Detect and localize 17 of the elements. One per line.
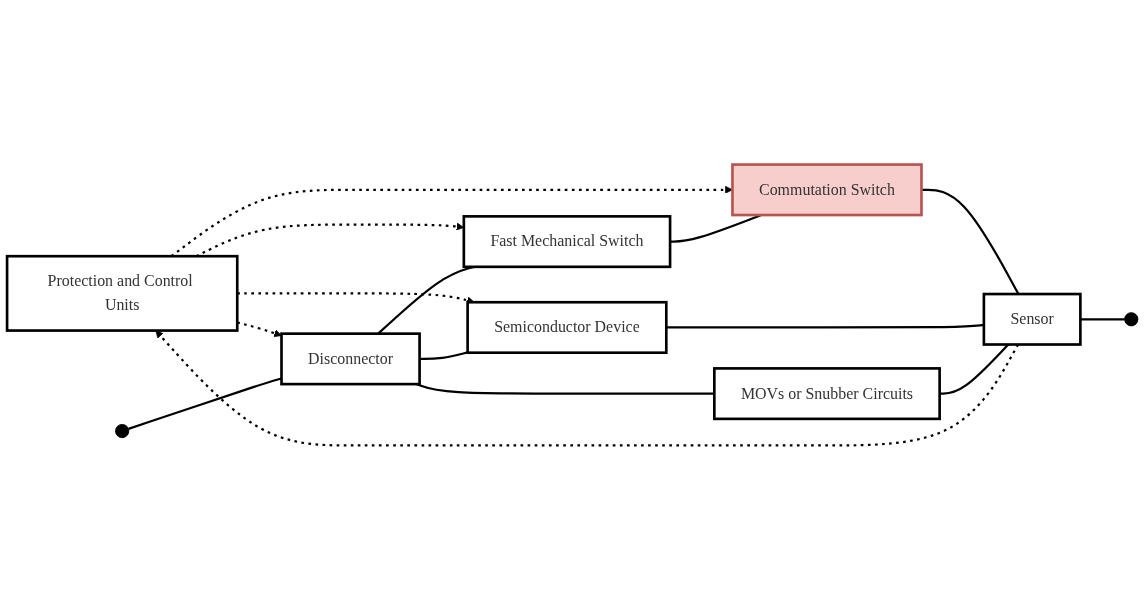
- node-circle: [1124, 312, 1139, 327]
- connector: [419, 351, 468, 360]
- arrow: [236, 321, 282, 338]
- node-box: Sensor: [982, 292, 1082, 346]
- node-circle: [115, 423, 130, 439]
- connector: [1080, 318, 1125, 321]
- node-box: Semiconductor Device: [466, 300, 668, 354]
- node-box: Protection and Control Units: [5, 254, 239, 332]
- node-box: Disconnector: [280, 332, 421, 386]
- node-box: MOVs or Snubber Circuits: [713, 367, 941, 421]
- node-box: Commutation Switch: [731, 163, 923, 217]
- connector: [128, 377, 282, 430]
- connector: [416, 383, 715, 395]
- arrow: [155, 330, 1020, 447]
- node-box: Fast Mechanical Switch: [462, 215, 672, 269]
- connector: [666, 323, 984, 329]
- connector: [921, 188, 1020, 295]
